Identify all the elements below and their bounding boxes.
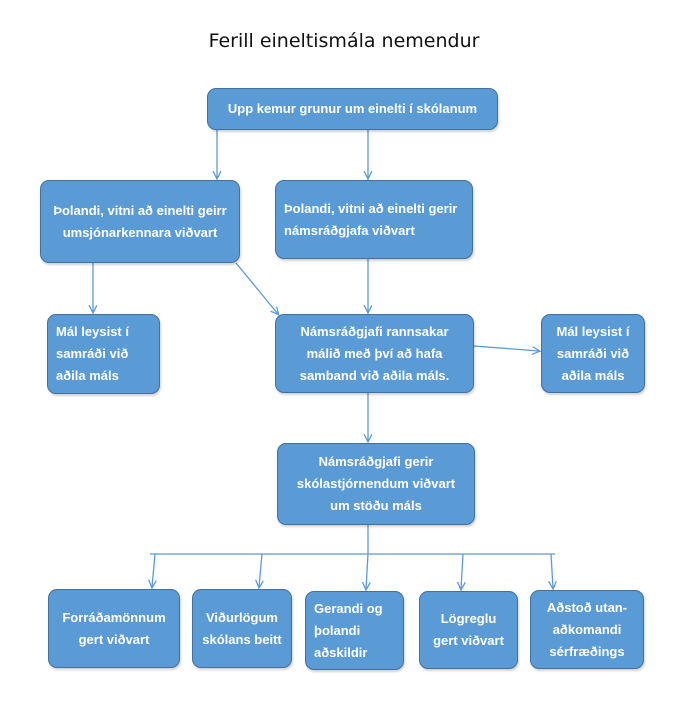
- box-resolved-right: Mál leysist í samráði við aðila máls: [541, 314, 645, 393]
- box-separated: Gerandi og þolandi aðskildir: [305, 591, 404, 670]
- arrow-investigate-to-resolved-right: [473, 345, 539, 351]
- box-external: Aðstoð utan-aðkomandi sérfræðings: [530, 590, 644, 669]
- box-sanctions: Viðurlögum skólans beitt: [192, 589, 292, 668]
- box-report-counselor: Þolandi, vitni að einelti gerir námsráðg…: [275, 180, 473, 259]
- box-guardians: Forráðamönnum gert viðvart: [48, 589, 180, 668]
- diagram-title: Ferill eineltismála nemendur: [208, 30, 480, 52]
- arrow-to-external: [551, 553, 553, 588]
- box-resolved-left: Mál leysist í samráði við aðila máls: [47, 314, 160, 394]
- arrow-to-police: [461, 553, 463, 589]
- arrow-supervisor-to-investigate: [235, 262, 278, 314]
- box-report-supervisor: Þolandi, vitni að einelti geirr umsjónar…: [40, 180, 240, 263]
- box-investigate: Námsráðgjafi rannsakar málið með því að …: [275, 314, 474, 393]
- arrow-to-sanctions: [259, 553, 262, 587]
- arrow-to-separated: [366, 553, 368, 589]
- arrow-to-guardians: [152, 553, 155, 587]
- box-police: Lögreglu gert viðvart: [419, 591, 518, 669]
- box-suspicion: Upp kemur grunur um einelti í skólanum: [207, 88, 498, 130]
- box-notify-principals: Námsráðgjafi gerir skólastjórnendum viðv…: [277, 443, 475, 525]
